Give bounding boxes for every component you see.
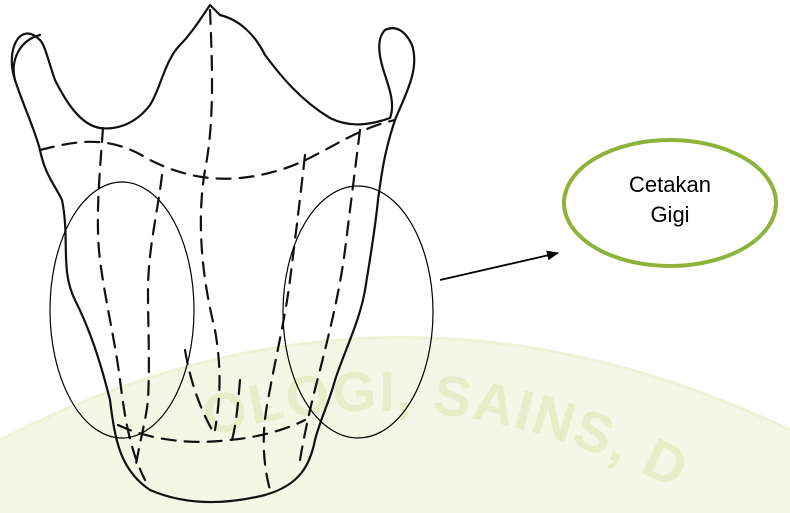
top-peak: [40, 5, 220, 128]
left-top-bump: [14, 35, 40, 80]
dashed-rim-line: [40, 120, 395, 179]
callout: Cetakan Gigi: [564, 140, 776, 266]
callout-label-line1: Cetakan: [629, 172, 711, 197]
right-top-lobe: [220, 15, 392, 124]
callout-label-line2: Gigi: [650, 202, 689, 227]
pointer-arrow: [440, 253, 558, 280]
